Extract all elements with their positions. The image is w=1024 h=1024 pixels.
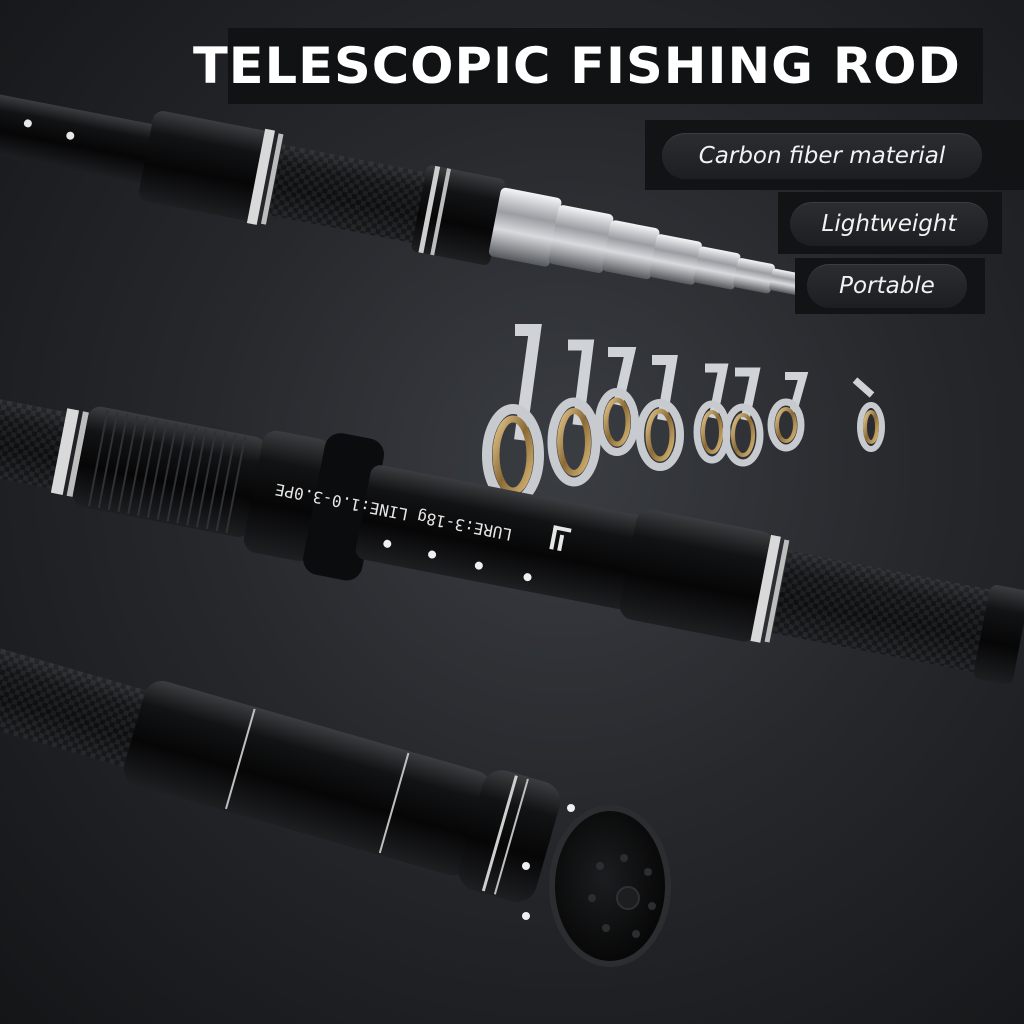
rod-butt-section [0,643,561,902]
rod-top-section [0,91,864,304]
rod-middle-section: LURE:3-18g LINE:1.0-3.0PE [0,396,1024,685]
feature-label-portable: Portable [807,264,967,308]
rod-guides [482,324,885,506]
rod-end-cap [522,804,671,967]
feature-text: Carbon fiber material [698,143,946,169]
brand-logo-mark [549,525,572,552]
feature-label-carbon: Carbon fiber material [662,133,982,179]
feature-label-lightweight: Lightweight [790,202,988,246]
feature-text: Lightweight [821,211,957,237]
feature-text: Portable [839,273,935,299]
title-banner: TELESCOPIC FISHING ROD [193,28,983,104]
page-title: TELESCOPIC FISHING ROD [193,37,961,95]
